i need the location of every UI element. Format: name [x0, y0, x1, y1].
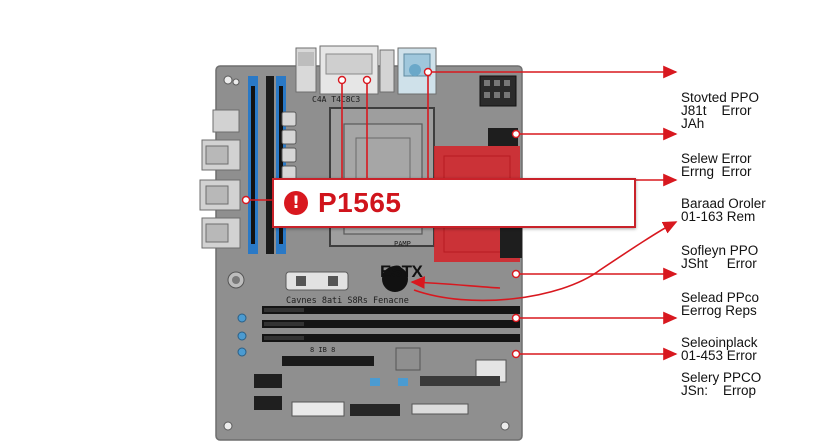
brand-logo [382, 266, 408, 292]
error-banner: ! P1565 [272, 178, 636, 228]
header-marks: 8 IB 8 [310, 346, 335, 354]
callout-leaders [410, 65, 678, 361]
vrm-chokes [281, 111, 297, 181]
rear-io-connectors [295, 45, 437, 95]
bottom-headers [254, 347, 507, 417]
expansion-slots [262, 306, 520, 342]
io-label: C4A T4C8C3 [312, 95, 360, 104]
brand-label: ESTX [380, 262, 423, 281]
chip-mark: PAMP [394, 240, 411, 248]
trace-lines [246, 72, 429, 201]
error-code: P1565 [318, 187, 402, 218]
slot-caption: Cavnes 8ati S8Rs Fenacne [286, 296, 409, 306]
exclamation-icon: ! [284, 191, 308, 215]
memory-slots [248, 76, 286, 254]
capacitors [237, 313, 247, 357]
bios-chip [285, 271, 349, 291]
side-io-ports [199, 109, 241, 249]
